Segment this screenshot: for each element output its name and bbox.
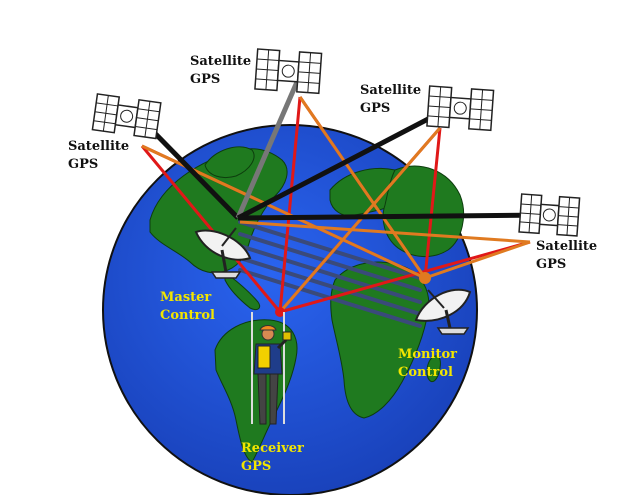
satellite-left-icon: [91, 93, 162, 140]
satellite-label-top-line1: Satellite: [190, 54, 252, 69]
receiver-gps-label-line1: Receiver: [241, 441, 304, 456]
satellite-label-upper-right: Satellite GPS: [360, 82, 421, 118]
monitor-control-label-line2: Control: [398, 365, 453, 380]
receiver-gps-label: Receiver GPS: [241, 440, 304, 476]
satellite-right-icon: [518, 193, 581, 237]
satellite-label-right: Satellite GPS: [536, 238, 597, 274]
master-control-dish-icon: [194, 227, 252, 279]
satellite-label-upper-right-line1: Satellite: [360, 83, 422, 98]
monitor-control-label-line1: Monitor: [398, 347, 457, 362]
master-control-label: Master Control: [160, 289, 215, 325]
satellite-upper-right-icon: [426, 85, 495, 132]
satellite-label-top: Satellite GPS: [190, 53, 251, 89]
monitor-control-label: Monitor Control: [398, 346, 457, 382]
satellite-label-top-line2: GPS: [190, 72, 221, 87]
satellite-label-right-line2: GPS: [536, 257, 567, 272]
continent-greenland: [204, 146, 255, 179]
master-control-label-line1: Master: [160, 290, 212, 305]
satellite-top-icon: [254, 48, 323, 95]
satellite-label-left: Satellite GPS: [68, 138, 129, 174]
monitor-signals: [141, 96, 531, 313]
satellite-label-upper-right-line2: GPS: [360, 101, 391, 116]
satellite-label-left-line2: GPS: [68, 157, 99, 172]
satellite-label-left-line1: Satellite: [68, 139, 130, 154]
continent-central-america: [224, 270, 261, 311]
monitor-control-dish-icon: [414, 288, 472, 335]
master-control-label-line2: Control: [160, 308, 215, 323]
receiver-node: [275, 307, 285, 317]
island-madagascar: [426, 355, 441, 383]
receiver-gps-label-line2: GPS: [241, 459, 272, 474]
receiver-surveyor-icon: [251, 312, 292, 425]
satellite-label-right-line1: Satellite: [536, 239, 598, 254]
monitor-node: [419, 272, 431, 284]
